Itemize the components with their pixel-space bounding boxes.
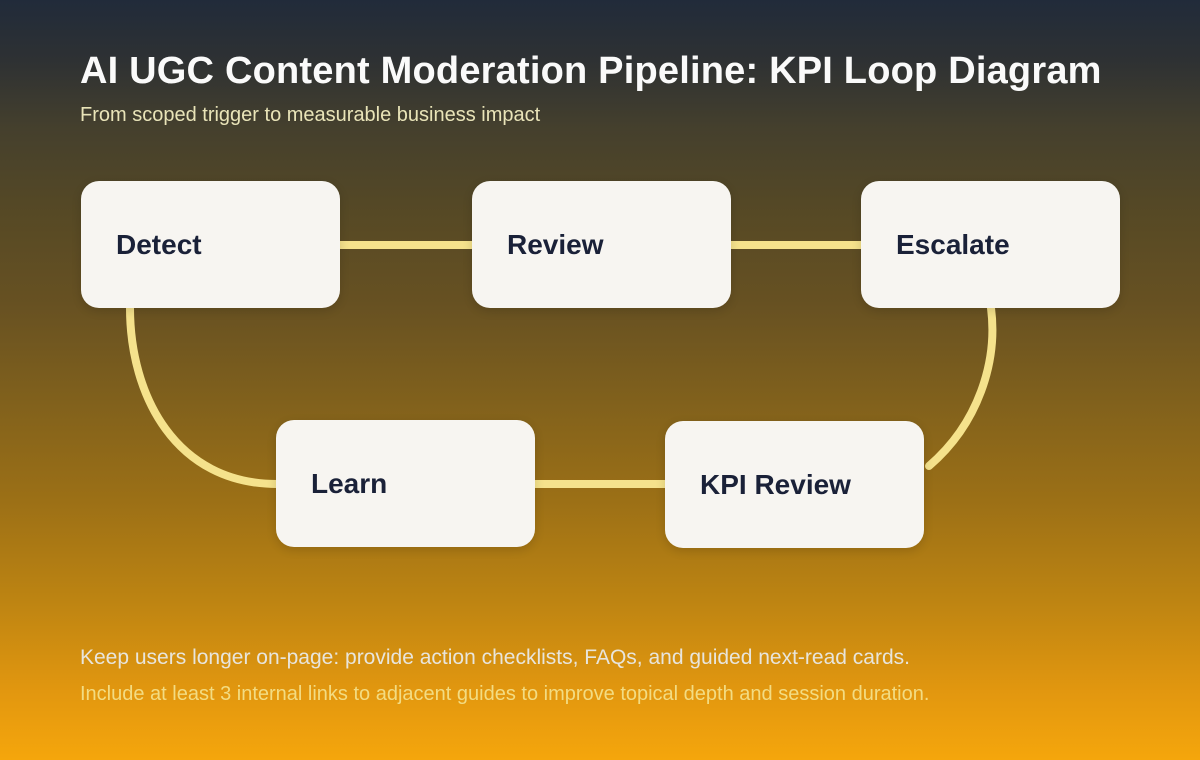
node-kpi-review: KPI Review — [665, 421, 924, 548]
edge-learn-detect — [126, 304, 281, 488]
node-learn: Learn — [276, 420, 535, 547]
node-kpi-review-label: KPI Review — [700, 468, 851, 500]
page-subtitle: From scoped trigger to measurable busine… — [80, 104, 541, 126]
footer-note-secondary: Include at least 3 internal links to adj… — [80, 683, 930, 705]
node-escalate-label: Escalate — [896, 228, 1010, 260]
page-title: AI UGC Content Moderation Pipeline: KPI … — [80, 50, 1102, 92]
footer-note-primary: Keep users longer on-page: provide actio… — [80, 646, 910, 669]
node-escalate: Escalate — [861, 181, 1120, 308]
node-review: Review — [472, 181, 731, 308]
edge-escalate-kpi-review — [925, 304, 997, 470]
node-learn-label: Learn — [311, 467, 388, 499]
node-detect: Detect — [81, 181, 340, 308]
node-detect-label: Detect — [116, 228, 202, 260]
node-review-label: Review — [507, 228, 604, 260]
